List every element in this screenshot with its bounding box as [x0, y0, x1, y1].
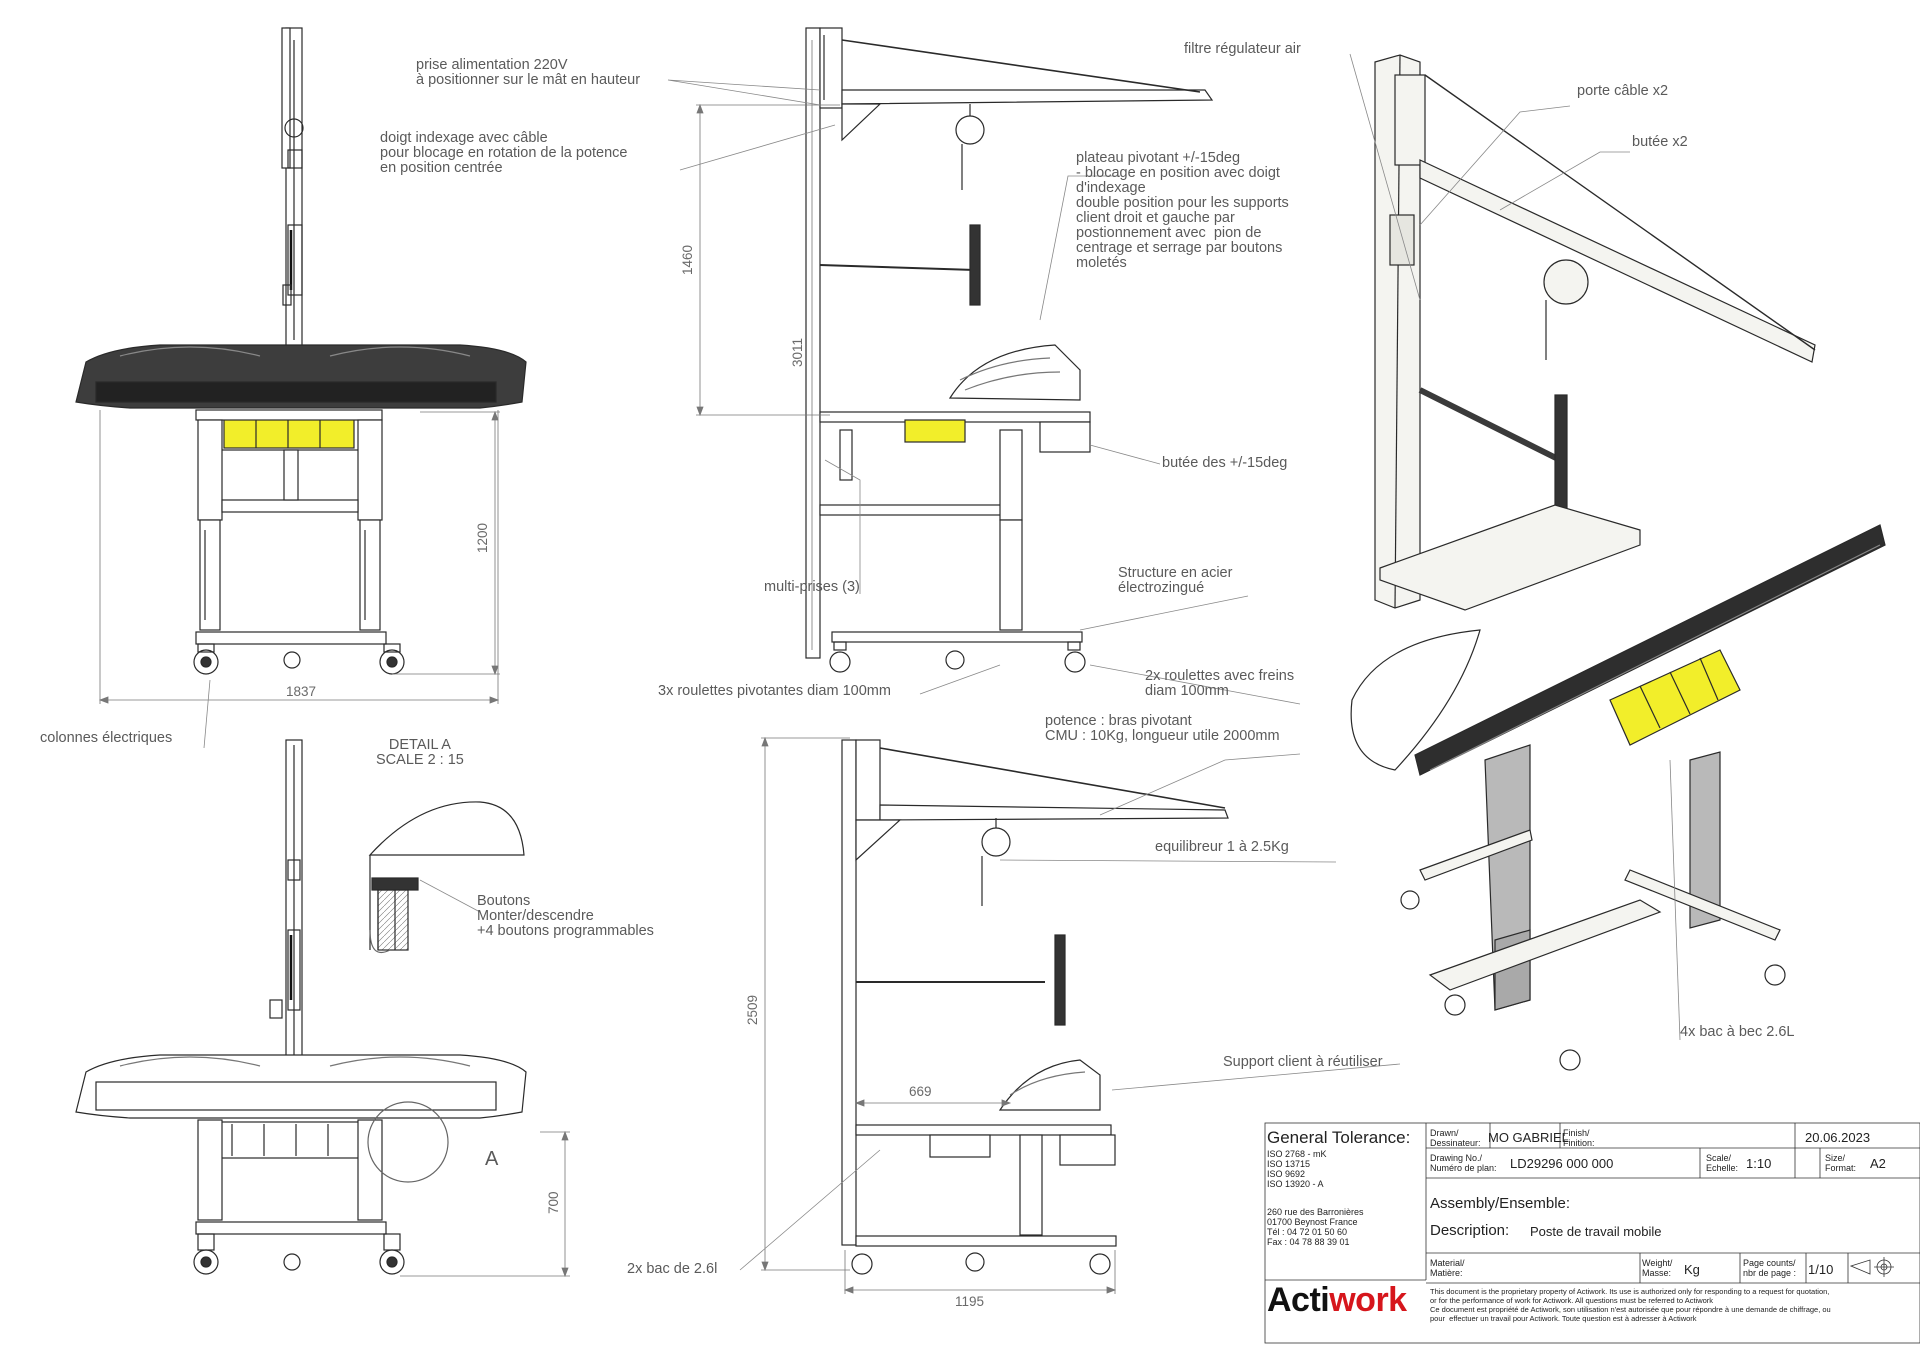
drawing-no-label: Drawing No./ Numéro de plan:: [1430, 1153, 1497, 1173]
label-support-client: Support client à réutiliser: [1223, 1054, 1383, 1070]
label-butee-x2: butée x2: [1632, 134, 1688, 150]
confidentiality-notice: This document is the proprietary propert…: [1430, 1287, 1831, 1323]
dimension-700: 700: [546, 1191, 561, 1214]
drawn-label: Drawn/ Dessinateur:: [1430, 1128, 1481, 1148]
label-equilibreur: equilibreur 1 à 2.5Kg: [1155, 839, 1289, 855]
size-value: A2: [1870, 1156, 1886, 1171]
leader-lines: [203, 53, 1681, 1271]
dimension-1460: 1460: [680, 244, 695, 275]
label-plateau-pivotant: plateau pivotant +/-15deg - blocage en p…: [1076, 150, 1289, 271]
label-boutons: Boutons Monter/descendre +4 boutons prog…: [477, 893, 654, 939]
label-doigt-indexage: doigt indexage avec câble pour blocage e…: [380, 130, 628, 176]
assembly-label: Assembly/Ensemble:: [1430, 1195, 1571, 1212]
description-value: Poste de travail mobile: [1530, 1224, 1662, 1239]
label-bac-2: 2x bac de 2.6l: [627, 1261, 718, 1277]
scale-label: Scale/ Echelle:: [1706, 1153, 1739, 1173]
front-view-bottom: [75, 739, 527, 1275]
scale-value: 1:10: [1746, 1156, 1772, 1171]
label-filtre-regulateur: filtre régulateur air: [1184, 41, 1301, 57]
pages-label: Page counts/ nbr de page :: [1743, 1258, 1797, 1278]
label-porte-cable: porte câble x2: [1577, 83, 1669, 99]
iso-standards: ISO 2768 - mK ISO 13715 ISO 9692 ISO 139…: [1267, 1149, 1327, 1189]
isometric-view: [1350, 54, 1886, 1071]
label-structure-acier: Structure en acier électrozingué: [1118, 565, 1233, 596]
dimension-1195: 1195: [955, 1294, 985, 1309]
front-view-top: [75, 27, 527, 675]
label-multi-prises: multi-prises (3): [764, 579, 860, 595]
label-roulettes-pivotantes: 3x roulettes pivotantes diam 100mm: [658, 683, 891, 699]
date-value: 20.06.2023: [1805, 1130, 1871, 1145]
dimension-3011: 3011: [790, 337, 805, 367]
dimension-1200: 1200: [475, 522, 490, 553]
detail-a-title: DETAIL A SCALE 2 : 15: [376, 737, 464, 768]
side-view-bottom: [841, 739, 1229, 1275]
detail-a-view: [368, 801, 525, 954]
side-view-top: [805, 27, 1214, 673]
label-bac-bec: 4x bac à bec 2.6L: [1680, 1024, 1795, 1040]
dimension-1837: 1837: [286, 684, 317, 699]
description-label: Description:: [1430, 1222, 1510, 1239]
finish-label: Finish/ Finition:: [1563, 1128, 1595, 1148]
projection-symbol: [1849, 1257, 1894, 1277]
label-roulettes-freins: 2x roulettes avec freins diam 100mm: [1145, 668, 1295, 699]
label-colonnes-electriques: colonnes électriques: [40, 730, 173, 746]
dimension-2509: 2509: [745, 994, 760, 1025]
material-label: Material/ Matière:: [1430, 1258, 1465, 1278]
company-address: 260 rue des Barronières 01700 Beynost Fr…: [1267, 1207, 1364, 1247]
drawn-value: MO GABRIEL: [1488, 1130, 1569, 1145]
weight-label: Weight/ Masse:: [1642, 1258, 1673, 1278]
label-prise-alimentation: prise alimentation 220V à positionner su…: [416, 57, 641, 88]
size-label: Size/ Format:: [1825, 1153, 1857, 1173]
title-block-frame: [1264, 1122, 1920, 1344]
label-potence: potence : bras pivotant CMU : 10Kg, long…: [1045, 713, 1280, 744]
dimension-669: 669: [909, 1084, 932, 1099]
general-tolerance-title: General Tolerance:: [1267, 1128, 1411, 1147]
label-butee-15deg: butée des +/-15deg: [1162, 455, 1288, 471]
weight-unit: Kg: [1684, 1262, 1700, 1277]
drawing-no-value: LD29296 000 000: [1510, 1156, 1614, 1171]
pages-value: 1/10: [1808, 1262, 1834, 1277]
actiwork-logo: Actiwork: [1267, 1281, 1407, 1319]
detail-a-marker: A: [485, 1148, 499, 1170]
